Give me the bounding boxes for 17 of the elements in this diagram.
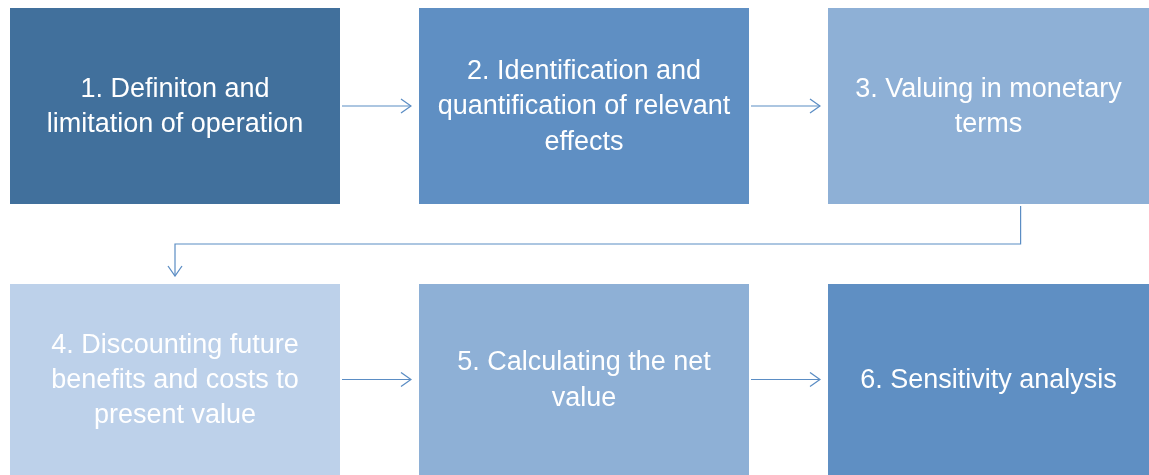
- process-box: [828, 284, 1149, 475]
- step-label: 5. Calculating the net value: [456, 345, 712, 414]
- process-box: [419, 284, 749, 475]
- process-box: [419, 8, 749, 204]
- step-label: 3. Valuing in monetary terms: [854, 71, 1123, 140]
- step-label: 1. Definiton and limitation of operation: [45, 71, 305, 140]
- arrow: [341, 98, 412, 114]
- process-box: [10, 8, 340, 204]
- process-box: [10, 284, 340, 475]
- step-label: 4. Discounting future benefits and costs to present value: [50, 327, 300, 432]
- arrow: [750, 98, 821, 114]
- arrow: [167, 205, 1022, 277]
- arrow: [341, 371, 412, 388]
- step-label: 2. Identification and quantification of relevant effects: [436, 54, 732, 158]
- step-label: 6. Sensitivity analysis: [860, 362, 1117, 396]
- process-box: [828, 8, 1149, 204]
- arrow: [750, 371, 821, 388]
